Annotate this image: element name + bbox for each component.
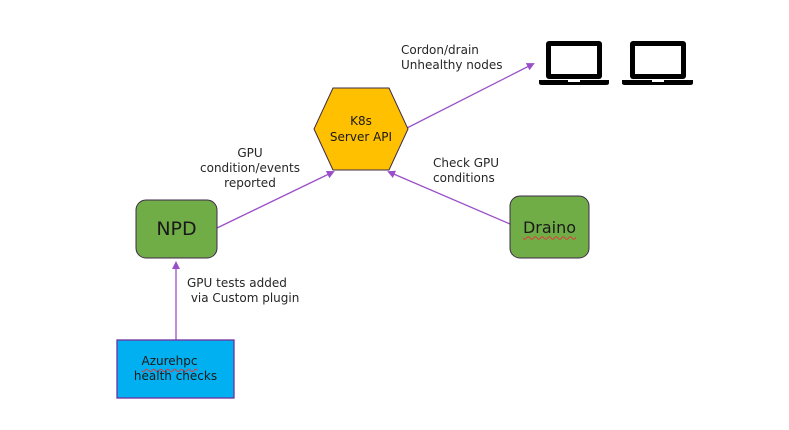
laptop-icon bbox=[622, 41, 693, 85]
edge-draino-to-k8s bbox=[387, 170, 511, 225]
k8s-node-label: K8s Server API bbox=[329, 114, 393, 144]
draino-label-text: Draino bbox=[522, 217, 577, 237]
draino-node[interactable] bbox=[509, 195, 590, 259]
edge-label-gpu-condition-events: GPU condition/events reported bbox=[200, 146, 300, 190]
azurehpc-label-line2: health checks bbox=[133, 369, 218, 383]
edge-k8s-to-nodes bbox=[406, 63, 535, 129]
edge-label-cordon-drain: Cordon/drain Unhealthy nodes bbox=[401, 43, 503, 72]
edge-npd-to-k8s bbox=[216, 171, 335, 229]
azurehpc-label-line1: Azurehpc bbox=[141, 354, 198, 368]
npd-node[interactable] bbox=[135, 199, 218, 259]
npd-node-label: NPD bbox=[156, 218, 197, 240]
k8s-server-api-node[interactable] bbox=[313, 87, 409, 171]
draino-node-label: Draino bbox=[510, 196, 589, 258]
edge-label-gpu-tests-added: GPU tests added via Custom plugin bbox=[187, 276, 300, 305]
edge-label-check-gpu-conditions: Check GPU conditions bbox=[433, 156, 500, 185]
laptop-icon bbox=[539, 41, 609, 85]
azurehpc-node[interactable] bbox=[116, 339, 235, 399]
azurehpc-node-label: Azurehpc health checks bbox=[117, 340, 234, 398]
